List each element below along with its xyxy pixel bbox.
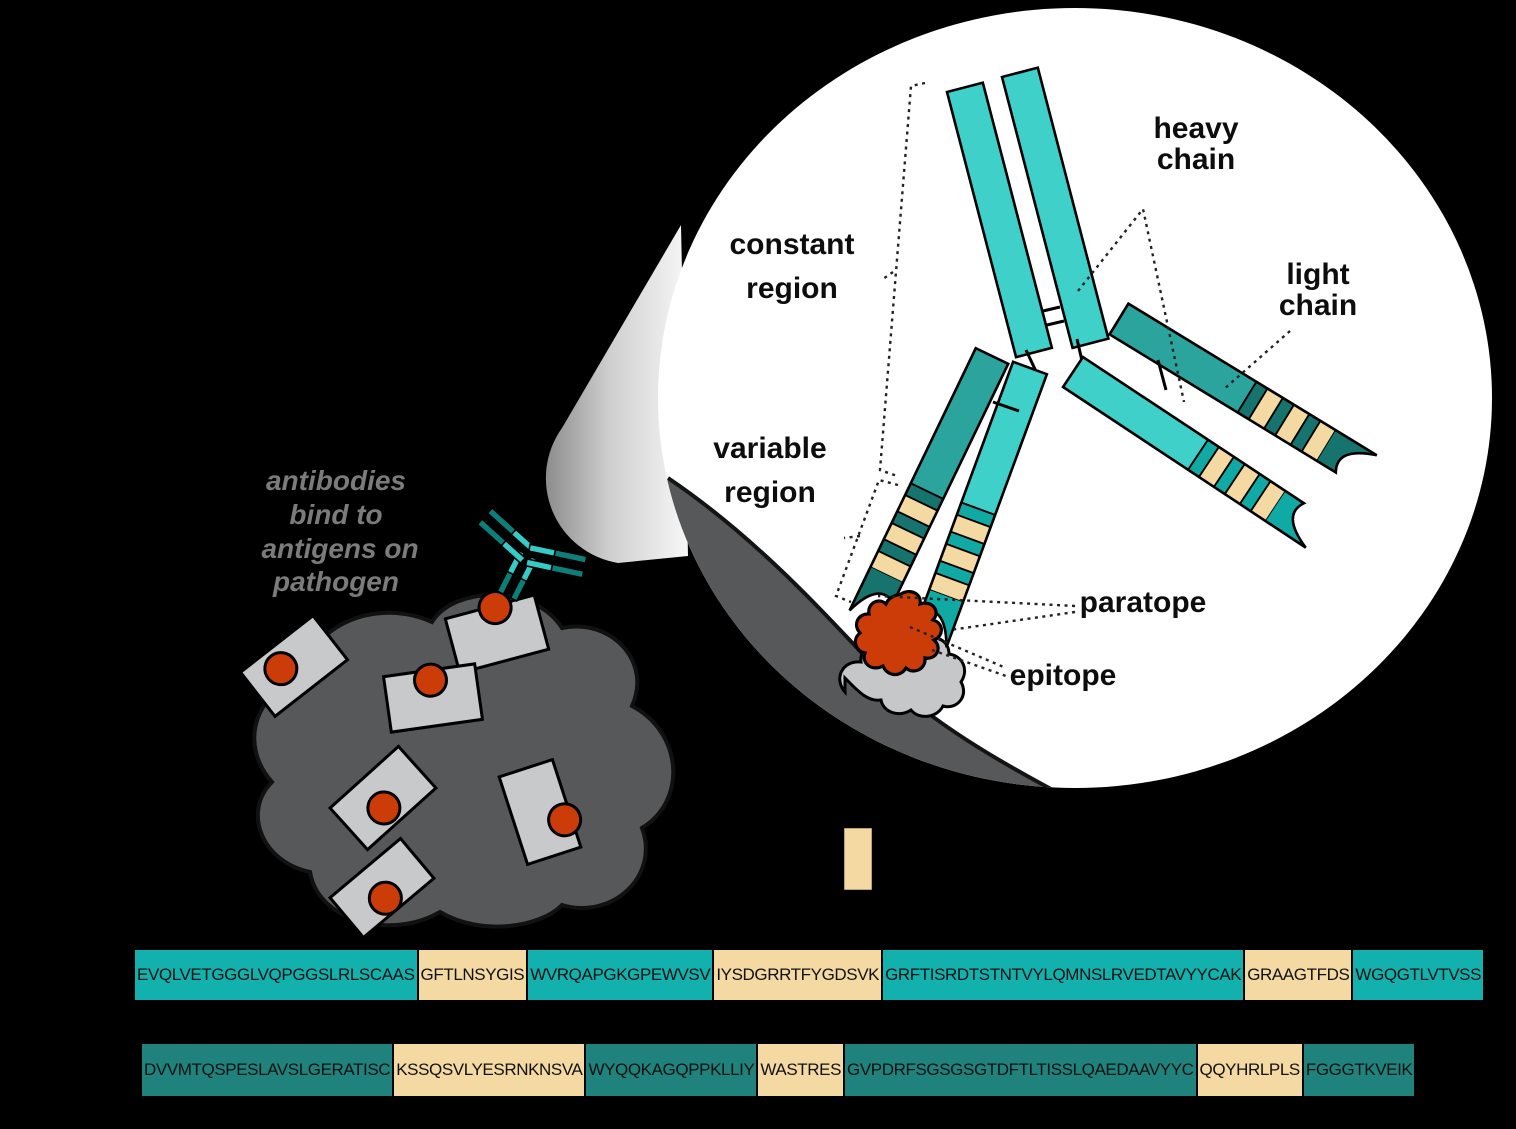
heavy-chain-stem-left bbox=[945, 81, 1054, 359]
sequence-segment-framework: WVRQAPGKGPEWVSV bbox=[526, 948, 715, 1002]
light-chain-sequence-bar: DVVMTQSPESLAVSLGERATISC KSSQSVLYESRNKNSV… bbox=[140, 1042, 1417, 1098]
antigen-epitope-dot bbox=[412, 662, 448, 698]
antigen-epitope-dot bbox=[547, 802, 583, 838]
sequence-segment-framework: GRFTISRDTSTNTVYLQMNSLRVEDTAVYYCAK bbox=[881, 948, 1246, 1002]
right-arm-bond bbox=[1156, 359, 1168, 391]
epitope-blob bbox=[853, 590, 943, 677]
sequence-segment-framework: DVVMTQSPESLAVSLGERATISC bbox=[140, 1042, 395, 1098]
caption-line: antibodies bbox=[266, 465, 406, 496]
sequence-segment-framework: WYQQKAGQPPKLLIY bbox=[584, 1042, 759, 1098]
heavy-chain-sequence-bar: EVQLVETGGGLVQPGGSLRLSCAAS GFTLNSYGIS WVR… bbox=[133, 948, 1486, 1002]
constant-region-label-line2: region bbox=[746, 272, 838, 305]
caption: antibodies bind to antigens on pathogen bbox=[261, 465, 418, 597]
sequence-segment-cdr: IYSDGRRTFYGDSVK bbox=[712, 948, 884, 1002]
variable-region-label-line2: region bbox=[724, 476, 816, 509]
heavy-chain-stem-right bbox=[1000, 66, 1110, 350]
heavy-chain-label-line2: chain bbox=[1157, 143, 1235, 176]
sequence-segment-cdr: GRAAGTFDS bbox=[1243, 948, 1354, 1002]
paratope-pointers bbox=[877, 594, 1076, 632]
inset-content: heavy chain light chain constant region … bbox=[658, 66, 1379, 788]
constant-region-bracket bbox=[878, 81, 926, 478]
light-chain-label: light bbox=[1286, 258, 1349, 291]
antigen bbox=[238, 613, 350, 719]
pathogen-surface bbox=[658, 478, 1062, 788]
stem-disulfide-bonds bbox=[1042, 305, 1065, 327]
small-antibody bbox=[476, 506, 588, 603]
antigen bbox=[381, 662, 485, 734]
caption-line: antigens on bbox=[261, 533, 418, 564]
antigen bbox=[327, 744, 439, 852]
small-antibody-arm bbox=[476, 506, 537, 565]
antigen bbox=[327, 836, 437, 940]
antigen bbox=[443, 590, 551, 675]
variable-region-bracket bbox=[834, 478, 899, 604]
sequence-segment-cdr: WASTRES bbox=[756, 1042, 846, 1098]
antigen-epitope-dot bbox=[263, 651, 299, 687]
sequence-segment-framework: EVQLVETGGGLVQPGGSLRLSCAAS bbox=[133, 948, 419, 1002]
antigen-epitope-dot bbox=[367, 880, 403, 916]
variable-region-label: variable bbox=[713, 432, 826, 465]
antigen bbox=[497, 757, 583, 867]
sequence-segment-cdr: GFTLNSYGIS bbox=[416, 948, 529, 1002]
cdr-legend-swatch bbox=[841, 825, 875, 893]
sequence-segment-framework: WGQGTLVTVSS bbox=[1351, 948, 1486, 1002]
small-antibody-arm bbox=[524, 543, 588, 579]
constant-region-label: constant bbox=[729, 228, 854, 261]
zoom-beam bbox=[545, 225, 688, 563]
pathogen bbox=[238, 590, 676, 940]
light-chain-label-line2: chain bbox=[1279, 289, 1357, 322]
heavy-chain-label: heavy bbox=[1153, 112, 1238, 145]
caption-line: bind to bbox=[289, 499, 382, 530]
epitope-pointers bbox=[909, 625, 1007, 678]
antigen-epitope-dot bbox=[366, 790, 402, 826]
caption-line: pathogen bbox=[272, 566, 399, 597]
paratope-label: paratope bbox=[1080, 586, 1207, 619]
antigen-epitope-dot bbox=[477, 590, 513, 626]
sequence-segment-cdr: KSSQSVLYESRNKNSVA bbox=[392, 1042, 587, 1098]
epitope-label: epitope bbox=[1010, 659, 1117, 692]
sequence-segment-framework: FGGGTKVEIK bbox=[1301, 1042, 1417, 1098]
left-arm-bond bbox=[992, 400, 1020, 413]
sequence-segment-framework: GVPDRFSGSGSGTDFTLTISSLQAEDAAVYYC bbox=[843, 1042, 1198, 1098]
sequence-segment-cdr: QQYHRLPLS bbox=[1195, 1042, 1304, 1098]
